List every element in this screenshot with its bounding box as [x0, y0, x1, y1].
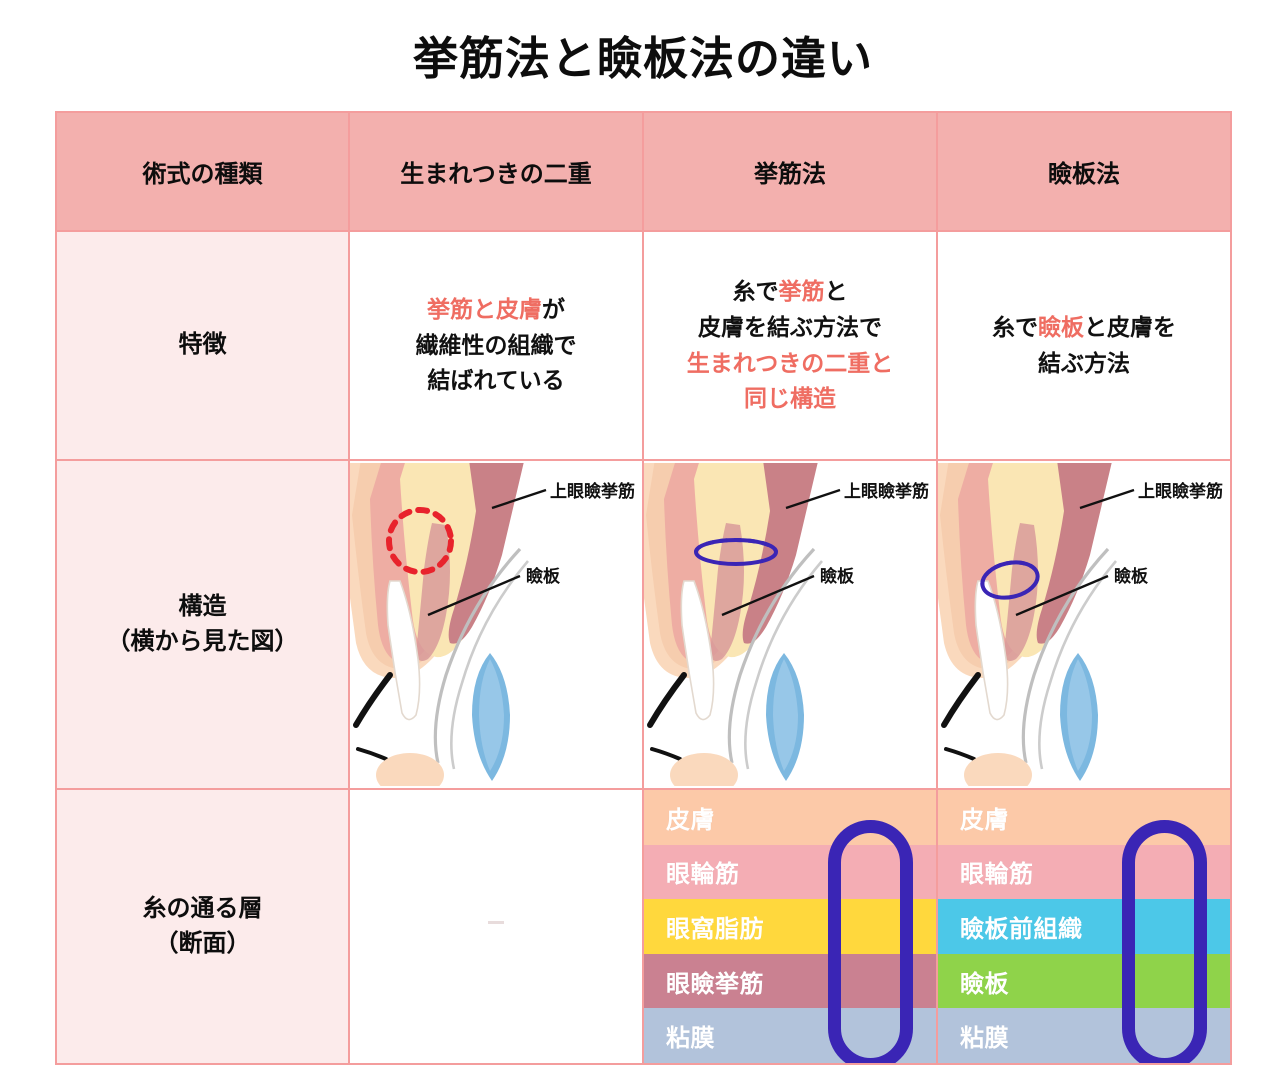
feature-text-highlight: 同じ構造	[744, 385, 836, 412]
eyelash-lower	[650, 747, 682, 761]
label-levator-muscle: 上眼瞼挙筋	[844, 481, 929, 501]
layer-band: 眼瞼挙筋	[644, 953, 936, 1009]
table-header-row: 術式の種類 生まれつきの二重 挙筋法 瞼板法	[55, 111, 1232, 232]
feature-text-plain: 結ばれている	[427, 367, 565, 394]
layer-band: 粘膜	[644, 1008, 936, 1063]
feature-text-highlight: 挙筋と皮膚	[427, 296, 542, 323]
feature-levator: 糸で挙筋と皮膚を結ぶ方法で生まれつきの二重と同じ構造	[642, 230, 938, 461]
layer-band: 皮膚	[644, 790, 936, 845]
layer-band: 瞼板	[938, 953, 1230, 1009]
table-row-structure: 構造 （横から見た図） 上眼瞼挙筋瞼板 上眼瞼挙筋瞼板 上眼瞼挙筋瞼板	[55, 459, 1232, 790]
leader-line-levator	[491, 488, 547, 510]
rowlabel-structure-line1: 構造	[178, 592, 227, 620]
eyelash-upper	[941, 672, 981, 728]
feature-text-highlight: 生まれつきの二重と	[686, 349, 894, 376]
label-tarsal-plate: 瞼板	[820, 566, 855, 586]
feature-text-highlight: 挙筋	[778, 278, 825, 305]
layer-band: 粘膜	[938, 1008, 1230, 1063]
diagram-tarsal: 上眼瞼挙筋瞼板	[936, 459, 1232, 790]
feature-text-plain: 皮膚を結ぶ方法で	[698, 313, 882, 340]
tarsal-plate-shape	[386, 580, 421, 721]
layer-label: 眼窩脂肪	[666, 915, 764, 943]
rowlabel-structure-line2: （横から見た図）	[106, 627, 299, 655]
lower-lid	[670, 753, 738, 786]
tarsal-plate-shape	[680, 580, 715, 721]
layer-label: 粘膜	[666, 1025, 715, 1053]
page-title: 挙筋法と瞼板法の違い	[412, 33, 873, 84]
layer-stack-levator: 皮膚眼輪筋眼窩脂肪眼瞼挙筋粘膜	[644, 790, 936, 1063]
diagram-natural: 上眼瞼挙筋瞼板	[348, 459, 644, 790]
layer-label: 瞼板前組織	[960, 915, 1083, 943]
feature-text-plain: と皮膚を	[1084, 313, 1176, 340]
label-tarsal-plate: 瞼板	[1114, 566, 1149, 586]
feature-tarsal: 糸で瞼板と皮膚を結ぶ方法	[936, 230, 1232, 461]
layers-tarsal: 皮膚眼輪筋瞼板前組織瞼板粘膜	[936, 788, 1232, 1065]
tarsal-plate-shape	[974, 580, 1009, 721]
leader-line-tarsal	[427, 574, 521, 617]
conjunctiva-line	[433, 547, 522, 764]
feature-text-plain: 繊維性の組織で	[415, 331, 577, 358]
eyelash-lower	[944, 747, 976, 761]
layer-band: 眼窩脂肪	[644, 899, 936, 954]
header-method-type: 術式の種類	[55, 111, 350, 232]
eyelid-cross-section-tarsal: 上眼瞼挙筋瞼板	[938, 463, 1230, 786]
eyelash-upper	[353, 672, 393, 728]
layer-label: 皮膚	[666, 806, 715, 834]
layer-label: 眼輪筋	[960, 861, 1034, 889]
faint-dash-mark	[488, 921, 504, 925]
conjunctiva-line	[1021, 547, 1110, 764]
label-tarsal-plate: 瞼板	[526, 566, 561, 586]
layer-label: 眼瞼挙筋	[666, 970, 764, 998]
rowlabel-structure: 構造 （横から見た図）	[55, 459, 350, 790]
layer-band: 皮膚	[938, 790, 1230, 845]
header-levator-method: 挙筋法	[642, 111, 938, 232]
lower-lid	[376, 753, 444, 786]
layer-label: 眼輪筋	[666, 861, 740, 889]
layers-natural-empty	[348, 788, 644, 1065]
layer-label: 皮膚	[960, 806, 1009, 834]
eyelash-lower	[356, 747, 388, 761]
leader-line-levator	[1079, 488, 1135, 510]
feature-text-plain: と	[824, 278, 848, 305]
comparison-table: 術式の種類 生まれつきの二重 挙筋法 瞼板法 特徴 挙筋と皮膚が繊維性の組織で結…	[55, 111, 1232, 1065]
layer-stack-tarsal: 皮膚眼輪筋瞼板前組織瞼板粘膜	[938, 790, 1230, 1063]
thread-loop-marker	[980, 560, 1040, 600]
layers-levator: 皮膚眼輪筋眼窩脂肪眼瞼挙筋粘膜	[642, 788, 938, 1065]
leader-line-levator	[785, 488, 841, 510]
header-natural-double-eyelid: 生まれつきの二重	[348, 111, 644, 232]
feature-text-plain: 糸で	[732, 278, 779, 305]
table-row-layers: 糸の通る層 （断面） 皮膚眼輪筋眼窩脂肪眼瞼挙筋粘膜 皮膚眼輪筋瞼板前組織瞼板粘…	[55, 788, 1232, 1065]
feature-text-plain: 結ぶ方法	[1038, 349, 1130, 376]
label-levator-muscle: 上眼瞼挙筋	[550, 481, 635, 501]
rowlabel-layers-line1: 糸の通る層	[142, 894, 263, 922]
feature-text-plain: 糸で	[992, 313, 1038, 340]
natural-attachment-marker	[386, 507, 454, 575]
rowlabel-layers: 糸の通る層 （断面）	[55, 788, 350, 1065]
rowlabel-feature: 特徴	[55, 230, 350, 461]
diagram-levator: 上眼瞼挙筋瞼板	[642, 459, 938, 790]
conjunctiva-line	[727, 547, 816, 764]
eyelid-cross-section-natural: 上眼瞼挙筋瞼板	[350, 463, 642, 786]
lower-lid	[964, 753, 1032, 786]
layer-band: 眼輪筋	[644, 844, 936, 900]
label-levator-muscle: 上眼瞼挙筋	[1138, 481, 1223, 501]
layer-label: 瞼板	[960, 970, 1009, 998]
leader-line-tarsal	[1015, 574, 1109, 617]
header-tarsal-method: 瞼板法	[936, 111, 1232, 232]
layer-band: 眼輪筋	[938, 844, 1230, 900]
rowlabel-layers-line2: （断面）	[154, 929, 251, 957]
feature-text-plain: が	[542, 296, 565, 323]
eyelid-cross-section-levator: 上眼瞼挙筋瞼板	[644, 463, 936, 786]
table-row-feature: 特徴 挙筋と皮膚が繊維性の組織で結ばれている 糸で挙筋と皮膚を結ぶ方法で生まれつ…	[55, 230, 1232, 461]
layer-label: 粘膜	[960, 1025, 1009, 1053]
feature-natural: 挙筋と皮膚が繊維性の組織で結ばれている	[348, 230, 644, 461]
eyelash-upper	[647, 672, 687, 728]
layer-band: 瞼板前組織	[938, 899, 1230, 954]
feature-text-highlight: 瞼板	[1038, 313, 1084, 340]
leader-line-tarsal	[721, 574, 815, 617]
